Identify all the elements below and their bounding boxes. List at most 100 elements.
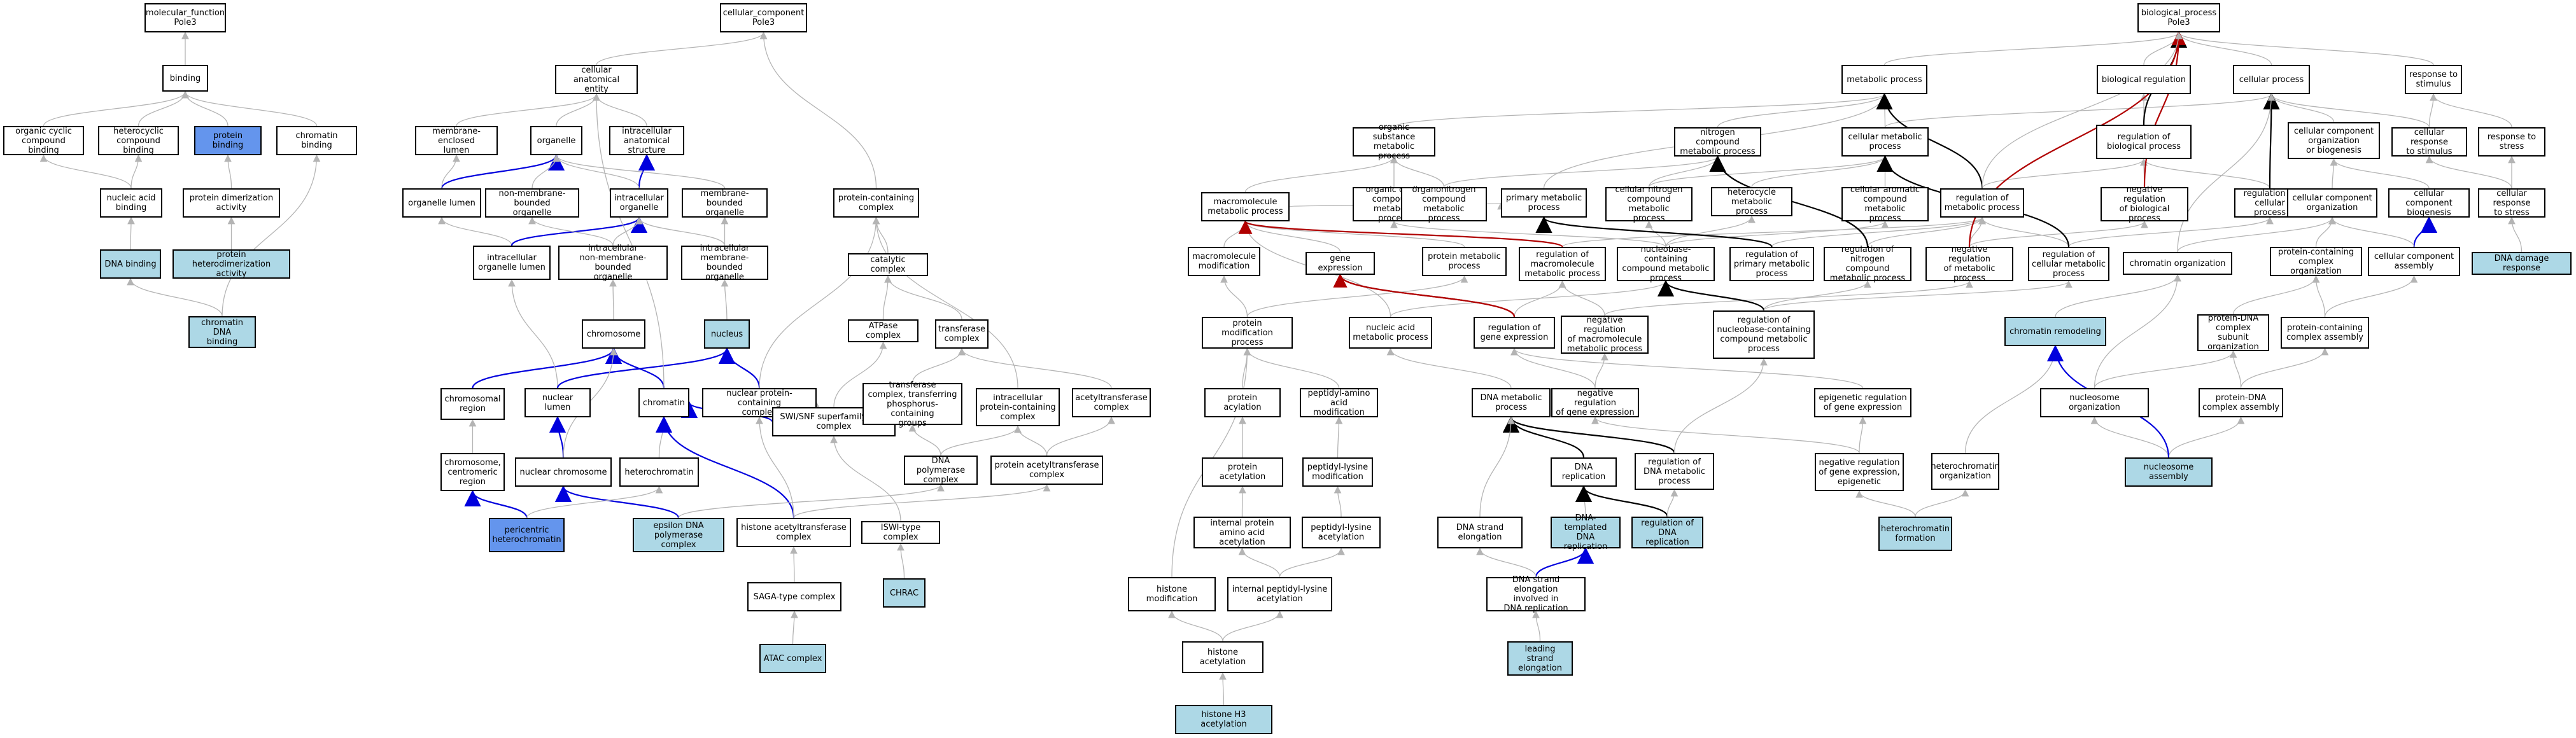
edge-dna-damage-to-cell-resp-stress	[2508, 216, 2523, 253]
go-term-nuc-chrom: nuclear chromosome	[515, 457, 612, 487]
edge-neg-reg-met-to-neg-reg-bio	[1969, 220, 2148, 247]
edge-reg-cell-met-to-reg-cell	[2068, 216, 2274, 247]
edge-chrac-to-iswi	[897, 543, 905, 579]
go-term-mf: molecular_function Pole3	[144, 3, 226, 32]
edge-reg-prim-met-to-reg-met	[1771, 216, 1986, 247]
edge-na-bind-to-hcyc-bind	[130, 154, 143, 189]
go-term-prot-acet: protein acetylation	[1202, 457, 1283, 487]
edge-int-pep-lys-acet-to-int-prot-acet	[1238, 547, 1281, 578]
edge-dna-pol-complex-to-tc-phos	[908, 424, 941, 456]
go-term-org-lumen: organelle lumen	[402, 188, 481, 218]
go-term-iswi: ISWI-type complex	[861, 521, 940, 544]
edge-epi-reg-to-reg-gene-expr	[1510, 347, 1864, 389]
go-term-resp-stim: response to stimulus	[2405, 65, 2462, 94]
edge-prot-met-to-macromol-met	[1241, 220, 1465, 247]
go-term-chrom-org: chromatin organization	[2123, 252, 2232, 275]
go-term-dse-repl: DNA strand elongation involved in DNA re…	[1486, 575, 1586, 613]
go-term-hetchrom-org: heterochromatin organization	[1931, 453, 2000, 490]
go-term-cell-n-met: cellular nitrogen compound metabolic pro…	[1605, 185, 1693, 223]
go-term-dna-strand-elong: DNA strand elongation	[1437, 517, 1523, 548]
edge-cell-resp-stress-to-cell-resp-stim	[2425, 155, 2512, 189]
edge-chrom-org-to-cell-proc	[2177, 93, 2276, 253]
edge-nucleosome-org-to-chrom-org	[2094, 274, 2181, 389]
go-term-dna-repl: DNA replication	[1551, 457, 1617, 487]
edge-reg-dna-met-to-reg-nucbase	[1673, 358, 1768, 454]
go-term-neg-reg-macro: negative regulation of macromolecule met…	[1561, 316, 1649, 354]
edge-npcc-to-pcc	[759, 216, 880, 389]
go-term-centro: chromosome, centromeric region	[440, 453, 505, 491]
edge-reg-n-met-to-reg-met	[1867, 216, 1986, 247]
edge-pcc-assembly-to-pcc-org	[2312, 275, 2326, 317]
edge-org-lumen-to-organelle	[440, 153, 565, 189]
edge-cell-met-to-cell-proc	[1884, 93, 2276, 128]
go-term-ocyc-bind: organic cyclic compound binding	[3, 126, 84, 155]
go-term-hist-acet: histone acetylation	[1182, 641, 1263, 673]
edge-pep-lys-mod-to-pep-aa-mod	[1335, 416, 1343, 458]
go-term-macromol-mod: macromolecule modification	[1188, 247, 1260, 276]
go-term-pep-aa-mod: peptidyl-amino acid modification	[1300, 388, 1378, 417]
go-term-dna-bind: DNA binding	[100, 249, 161, 279]
edge-reg-dna-repl-to-reg-dna-met	[1666, 489, 1679, 517]
go-term-transferase: transferase complex	[935, 319, 989, 349]
go-term-pcc-org: protein-containing complex organization	[2270, 247, 2362, 276]
edge-dna-pol-complex-to-ic-pcc	[940, 425, 1022, 456]
edge-reg-met-to-reg-bio	[1981, 158, 2148, 189]
go-term-reg-bio: regulation of biological process	[2096, 125, 2192, 159]
go-term-cell-resp-stim: cellular response to stimulus	[2391, 127, 2467, 157]
go-term-ic-mb-org: intracellular membrane-bounded organelle	[681, 244, 768, 282]
edge-chrom-region-to-chromosome	[472, 347, 623, 389]
edge-transferase-to-cat-complex	[884, 275, 962, 320]
edge-dna-templ-repl-to-dna-repl	[1580, 485, 1587, 517]
go-term-metabolic: metabolic process	[1841, 65, 1927, 94]
go-term-hcyc-bind: heterocyclic compound binding	[98, 126, 179, 155]
edge-chromatin-to-cae	[593, 93, 665, 389]
edge-chromosome-to-ic-nmb-org	[609, 279, 617, 320]
go-term-atpase: ATPase complex	[848, 319, 918, 342]
go-term-neg-reg-epi: negative regulation of gene expression, …	[1815, 453, 1904, 491]
edge-hat-complex-to-npcc	[756, 416, 794, 519]
go-term-reg-cell-met: regulation of cellular metabolic process	[2028, 247, 2109, 281]
edge-organelle-to-cae	[556, 93, 600, 127]
edge-lead-strand-to-dse-repl	[1532, 610, 1541, 642]
go-term-dna-damage: DNA damage response	[2472, 252, 2572, 275]
edge-atpase-to-cat-complex	[882, 275, 892, 320]
go-term-cell-resp-stress: cellular response to stress	[2478, 188, 2545, 218]
edge-na-bind-to-ocyc-bind	[39, 154, 132, 189]
go-term-heterochromatin: heterochromatin	[619, 457, 699, 487]
go-term-hetdimer: protein heterodimerization activity	[172, 249, 290, 279]
go-term-chromosome: chromosome	[582, 319, 645, 349]
edge-dse-repl-to-dna-templ-repl	[1535, 547, 1594, 578]
edge-prot-acetyltr-to-ic-pcc	[1014, 425, 1048, 456]
edge-chromatin-to-chromosome	[605, 347, 665, 389]
edge-prot-mod-to-macromol-mod	[1220, 275, 1248, 317]
go-term-pdna-assembly: protein-DNA complex assembly	[2199, 388, 2283, 417]
go-term-macromol-met: macromolecule metabolic process	[1201, 192, 1290, 221]
go-term-organelle: organelle	[530, 126, 582, 155]
go-term-nmb-org: non-membrane-bounded organelle	[485, 188, 579, 218]
edge-ic-pcc-to-pcc	[872, 216, 1018, 389]
edge-neg-reg-epi-to-epi-reg	[1859, 416, 1867, 454]
go-term-chromatin: chromatin	[638, 388, 689, 417]
edge-pep-lys-acet-to-pep-lys-mod	[1334, 485, 1342, 517]
go-term-ic-org: intracellular organelle	[610, 188, 668, 218]
go-term-cc-org: cellular component organization	[2287, 188, 2377, 218]
edge-chrom-bind-to-binding	[181, 90, 318, 127]
go-term-cell-proc: cellular process	[2233, 65, 2310, 94]
go-term-binding: binding	[162, 65, 208, 92]
go-term-reg-nucbase: regulation of nucleobase-containing comp…	[1713, 310, 1815, 359]
go-term-prot-met: protein metabolic process	[1422, 247, 1507, 276]
edge-acetyltr-complex-to-transferase	[958, 347, 1112, 389]
edge-reg-cell-met-to-reg-met	[1978, 216, 2069, 247]
edge-cae-to-cc	[596, 31, 768, 66]
go-term-pep-lys-mod: peptidyl-lysine modification	[1302, 457, 1373, 487]
go-term-cat-complex: catalytic complex	[848, 253, 928, 276]
go-term-org-subst: organic substance metabolic process	[1353, 123, 1435, 161]
go-term-nucleus: nucleus	[704, 319, 750, 349]
edge-pcc-to-cc	[759, 31, 877, 189]
edge-ic-org-lumen-to-ic-org	[510, 216, 647, 246]
edge-reg-gene-expr-to-reg-macro-met	[1514, 280, 1566, 317]
edge-chrom-remod-to-chrom-org	[2055, 274, 2181, 317]
edge-pcc-org-to-cc-org	[2315, 216, 2336, 247]
